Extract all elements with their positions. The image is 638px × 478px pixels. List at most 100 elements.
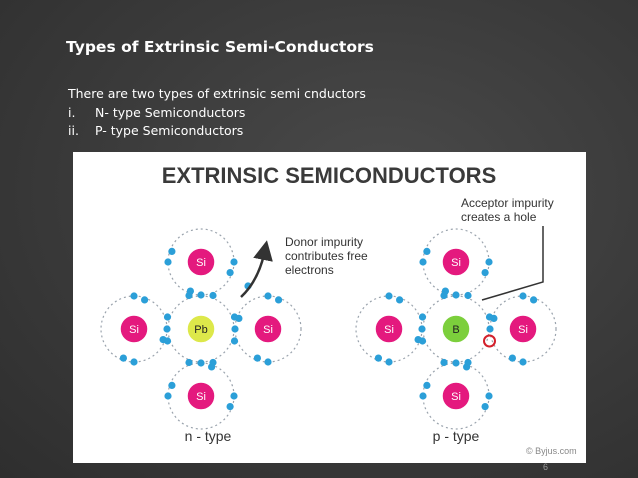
atom-label: Si bbox=[196, 391, 206, 403]
p-type-caption: p - type bbox=[433, 428, 480, 444]
electron bbox=[452, 359, 460, 367]
n-type-caption: n - type bbox=[185, 428, 232, 444]
electron bbox=[508, 354, 516, 362]
electron bbox=[481, 269, 489, 277]
electron bbox=[226, 403, 234, 411]
electron bbox=[418, 325, 426, 333]
impurity-atom bbox=[441, 314, 471, 344]
silicon-atom bbox=[186, 247, 216, 277]
electron bbox=[164, 258, 172, 266]
list-text: P- type Semiconductors bbox=[95, 123, 244, 138]
electron bbox=[163, 337, 172, 345]
electron bbox=[119, 354, 127, 362]
list-text: N- type Semiconductors bbox=[95, 105, 246, 120]
acceptor-note-line-2: creates a hole bbox=[461, 210, 537, 224]
electron bbox=[519, 292, 527, 300]
electron bbox=[230, 313, 239, 321]
electron bbox=[385, 292, 393, 300]
atom-label: Si bbox=[451, 391, 461, 403]
electron bbox=[230, 337, 239, 345]
electron bbox=[396, 296, 404, 304]
silicon-atom bbox=[253, 314, 283, 344]
page-number: 6 bbox=[543, 462, 549, 472]
electron bbox=[209, 291, 217, 300]
electron bbox=[419, 392, 427, 400]
electron bbox=[486, 325, 494, 333]
impurity-atom bbox=[186, 314, 216, 344]
atom-label: Si bbox=[451, 257, 461, 269]
electron bbox=[197, 359, 205, 367]
electron bbox=[464, 291, 472, 300]
atom-label: Si bbox=[518, 324, 528, 336]
donor-note-line-2: contributes free bbox=[285, 249, 368, 263]
electron bbox=[226, 269, 234, 277]
hole-marker bbox=[483, 334, 496, 348]
donor-arrow bbox=[240, 240, 273, 298]
electron bbox=[163, 325, 171, 333]
atom-label: Si bbox=[196, 257, 206, 269]
atom-label: Pb bbox=[194, 324, 207, 336]
electron bbox=[530, 296, 538, 304]
electron bbox=[519, 358, 527, 366]
electron bbox=[231, 325, 239, 333]
atom-label: B bbox=[452, 324, 459, 336]
list-number: i. bbox=[68, 105, 76, 120]
electron bbox=[440, 358, 448, 367]
silicon-atom bbox=[186, 381, 216, 411]
list-number: ii. bbox=[68, 123, 79, 138]
electron bbox=[485, 258, 493, 266]
electron bbox=[385, 358, 393, 366]
electron bbox=[264, 358, 272, 366]
electron bbox=[197, 291, 205, 299]
silicon-atom bbox=[441, 247, 471, 277]
types-list: i. N- type Semiconductors ii. P- type Semi… bbox=[68, 104, 245, 140]
figure-heading: EXTRINSIC SEMICONDUCTORS bbox=[162, 163, 497, 188]
silicon-atom bbox=[119, 314, 149, 344]
electron bbox=[481, 403, 489, 411]
credit-text: © Byjus.com bbox=[526, 446, 577, 456]
electron bbox=[130, 358, 138, 366]
electron bbox=[423, 381, 431, 389]
electron bbox=[440, 291, 448, 300]
slide-title: Types of Extrinsic Semi-Conductors bbox=[66, 38, 374, 56]
electron bbox=[230, 392, 238, 400]
electron bbox=[485, 313, 494, 321]
electron bbox=[164, 392, 172, 400]
electron bbox=[141, 296, 149, 304]
electron bbox=[423, 247, 431, 255]
acceptor-note-line-1: Acceptor impurity bbox=[461, 196, 554, 210]
electron bbox=[168, 381, 176, 389]
electron bbox=[185, 291, 193, 300]
electron bbox=[230, 258, 238, 266]
silicon-atom bbox=[374, 314, 404, 344]
atom-label: Si bbox=[129, 324, 139, 336]
donor-note-line-3: electrons bbox=[285, 263, 334, 277]
list-item: i. N- type Semiconductors bbox=[68, 104, 245, 122]
electron bbox=[374, 354, 382, 362]
electron bbox=[185, 358, 193, 367]
atom-label: Si bbox=[263, 324, 273, 336]
silicon-atom bbox=[508, 314, 538, 344]
electron bbox=[209, 358, 217, 367]
electron bbox=[485, 392, 493, 400]
electron bbox=[452, 291, 460, 299]
electron bbox=[418, 337, 427, 345]
atom-label: Si bbox=[384, 324, 394, 336]
electron bbox=[130, 292, 138, 300]
intro-text: There are two types of extrinsic semi cn… bbox=[68, 86, 366, 101]
donor-note-line-1: Donor impurity bbox=[285, 235, 363, 249]
electron bbox=[464, 358, 472, 367]
electron bbox=[264, 292, 272, 300]
acceptor-pointer bbox=[481, 226, 544, 301]
electron bbox=[168, 247, 176, 255]
electron bbox=[275, 296, 283, 304]
electron bbox=[163, 313, 172, 321]
electron bbox=[419, 258, 427, 266]
electron bbox=[418, 313, 427, 321]
list-item: ii. P- type Semiconductors bbox=[68, 122, 245, 140]
silicon-atom bbox=[441, 381, 471, 411]
